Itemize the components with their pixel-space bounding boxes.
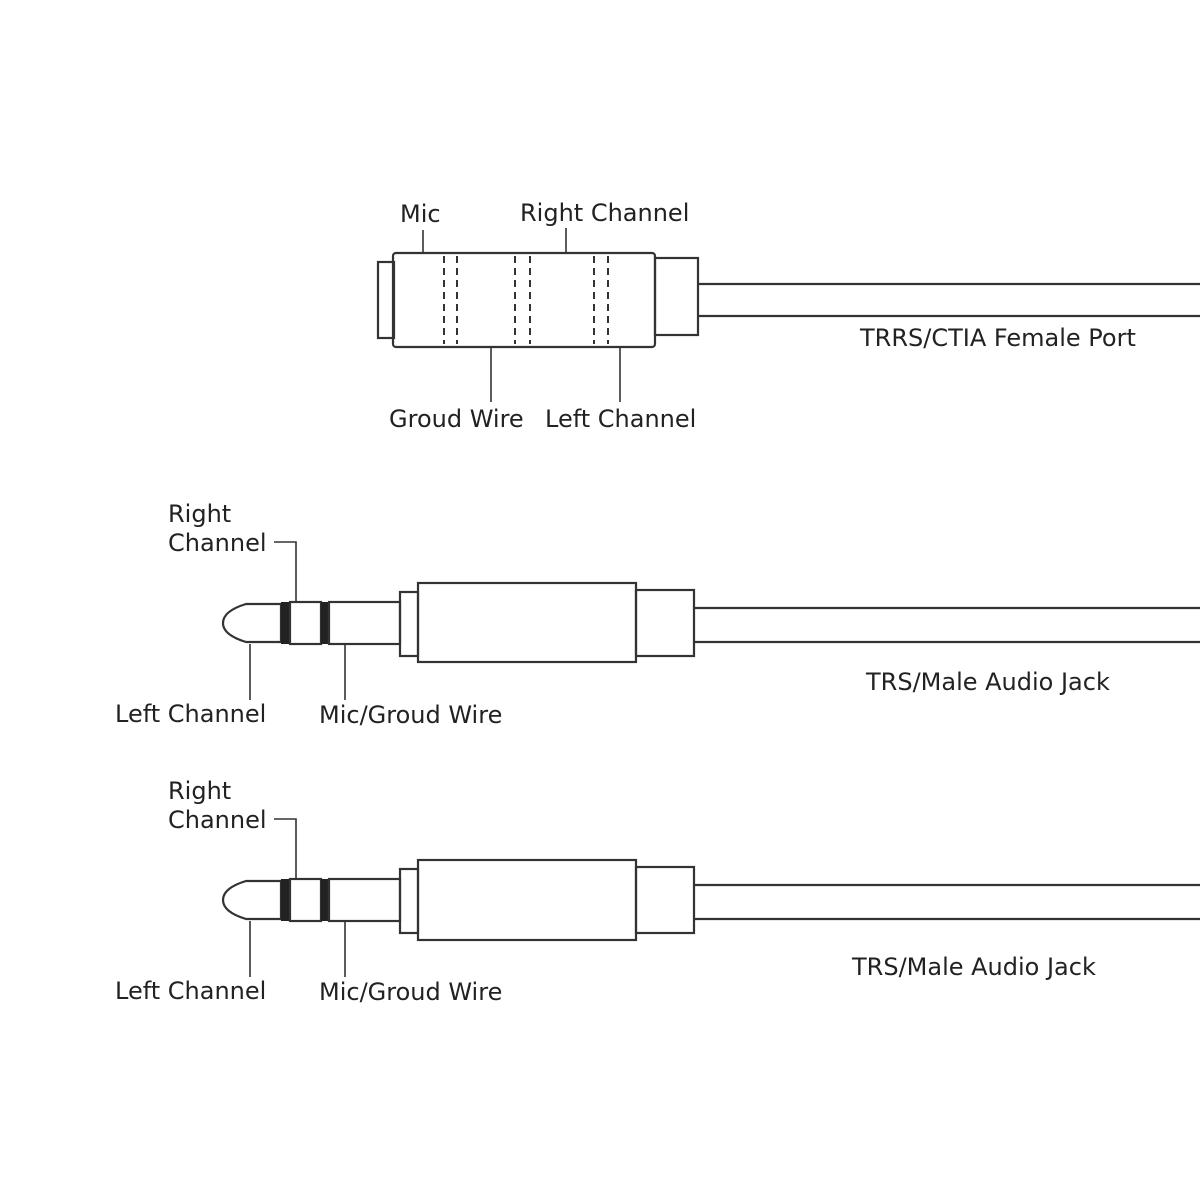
jack-1-tip [221,602,283,644]
male-jack-1-group: Right Channel Left Channel Mic/Groud Wir… [115,500,1200,729]
female-port-collar [653,256,700,337]
jack-2-tip-insulator [281,879,290,921]
jack-1-mic-ground-label: Mic/Groud Wire [319,701,502,729]
jack-2-ring-insulator [321,879,329,921]
jack-1-left-channel-label: Left Channel [115,700,266,728]
jack-2-right-label-line2: Channel [168,806,267,834]
jack-2-sleeve-collar [398,867,420,935]
female-port-opening [376,260,396,340]
ground-wire-label: Groud Wire [389,405,524,433]
jack-2-left-channel-label: Left Channel [115,977,266,1005]
jack-1-right-channel-leader-line [274,541,297,602]
right-channel-label: Right Channel [520,199,689,227]
female-port-title: TRRS/CTIA Female Port [859,324,1136,352]
jack-2-body [416,858,638,942]
jack-2-title: TRS/Male Audio Jack [851,953,1096,981]
jack-1-title: TRS/Male Audio Jack [865,668,1110,696]
jack-1-sleeve-collar [398,590,420,658]
female-port-body [391,251,657,349]
jack-1-ring-insulator [321,602,329,644]
jack-2-ring [288,877,323,923]
female-port-group: Mic Right Channel Groud Wire Left Channe… [376,199,1200,433]
jack-2-right-channel-leader-line [274,818,297,879]
jack-2-strain-relief [634,865,696,935]
jack-2-mic-ground-label: Mic/Groud Wire [319,978,502,1006]
mic-label: Mic [400,200,441,228]
jack-2-sleeve [327,877,402,923]
jack-1-ring [288,600,323,646]
jack-1-right-label-line2: Channel [168,529,267,557]
jack-2-right-label-line1: Right [168,777,231,805]
jack-1-sleeve [327,600,402,646]
jack-1-right-label-line1: Right [168,500,231,528]
jack-1-body [416,581,638,664]
jack-1-strain-relief [634,588,696,658]
male-jack-2-group: Right Channel Left Channel Mic/Groud Wir… [115,777,1200,1006]
jack-2-tip [221,879,283,921]
left-channel-label: Left Channel [545,405,696,433]
jack-1-tip-insulator [281,602,290,644]
